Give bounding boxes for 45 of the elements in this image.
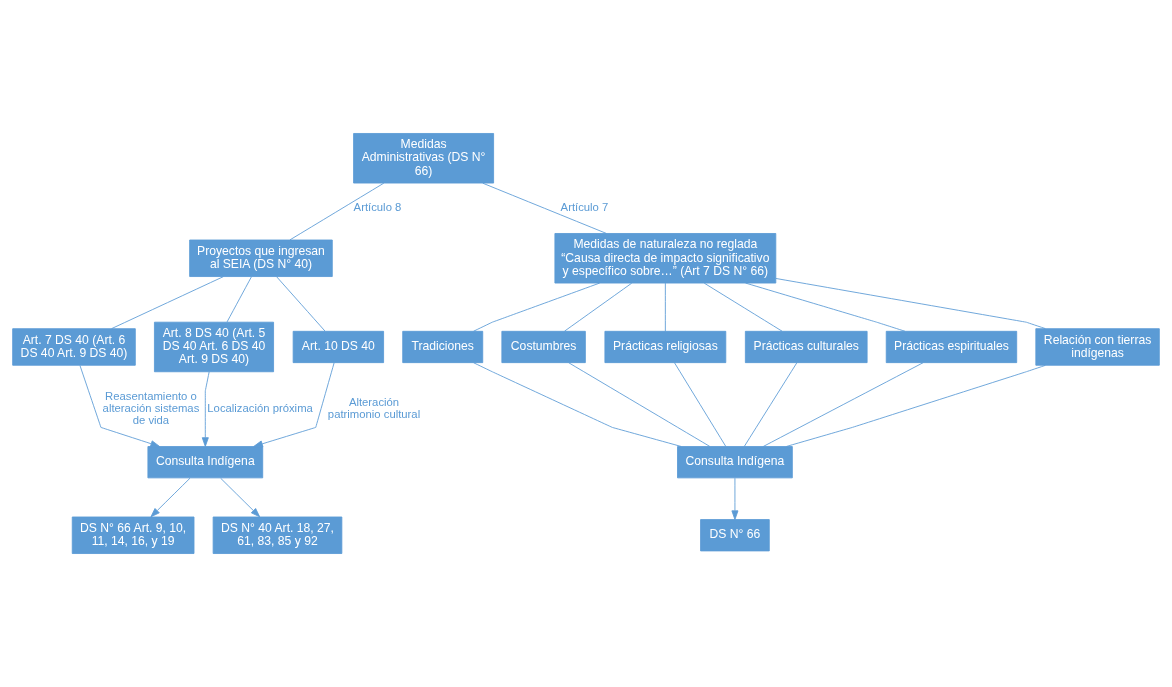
connector: [473, 362, 682, 447]
node-box: Medidas Administrativas (DS N° 66): [353, 133, 495, 184]
connector: [674, 362, 727, 447]
connector: [289, 182, 385, 241]
node-box: Costumbres: [501, 330, 586, 364]
node-box: Consulta Indígena: [147, 446, 264, 479]
connector: [703, 282, 783, 332]
node-box: DS N° 40 Art. 18, 27, 61, 83, 85 y 92: [212, 516, 343, 554]
connector: [276, 276, 326, 332]
connector: [226, 276, 252, 323]
connector: [762, 362, 924, 447]
node-box: Prácticas culturales: [744, 330, 868, 364]
node-box: Tradiciones: [402, 330, 484, 364]
node-box: Proyectos que ingresan al SEIA (DS N° 40): [189, 239, 333, 277]
node-box: Prácticas religiosas: [604, 330, 727, 364]
node-box: Medidas de naturaleza no reglada “Causa directa de impacto significativo y específico sobre…” (Art 7 DS N° 66): [554, 233, 777, 284]
connector: [743, 362, 798, 447]
arrow: [220, 477, 261, 518]
node-box: Prácticas espirituales: [885, 330, 1018, 364]
node-box: DS N° 66: [700, 519, 770, 552]
edge-label: Artículo 8: [353, 201, 402, 214]
node-box: Consulta Indígena: [677, 446, 793, 479]
arrow: [79, 365, 160, 448]
connector: [775, 278, 1046, 330]
connector: [564, 282, 633, 332]
node-box: Art. 7 DS 40 (Art. 6 DS 40 Art. 9 DS 40): [12, 328, 136, 366]
connector: [111, 276, 224, 330]
connector: [482, 182, 607, 234]
connector: [664, 282, 666, 332]
edge-label: Artículo 7: [560, 201, 609, 214]
connector: [745, 282, 906, 332]
edge-label: Alteración patrimonio cultural: [327, 396, 421, 421]
edge-label: Localización próxima: [207, 402, 313, 415]
arrow: [253, 362, 335, 448]
edge-label: Reasentamiento o alteración sistemas de vida: [102, 389, 200, 427]
connector: [786, 364, 1046, 447]
connector: [568, 362, 711, 447]
arrow: [201, 371, 210, 447]
node-box: DS N° 66 Art. 9, 10, 11, 14, 16, y 19: [71, 516, 195, 554]
connector: [473, 282, 601, 332]
arrow: [150, 477, 191, 518]
node-box: Art. 8 DS 40 (Art. 5 DS 40 Art. 6 DS 40 Art. 9 DS 40): [154, 321, 274, 373]
node-box: Art. 10 DS 40: [292, 330, 385, 364]
arrow: [731, 477, 739, 520]
node-box: Relación con tierras indígenas: [1035, 328, 1160, 366]
